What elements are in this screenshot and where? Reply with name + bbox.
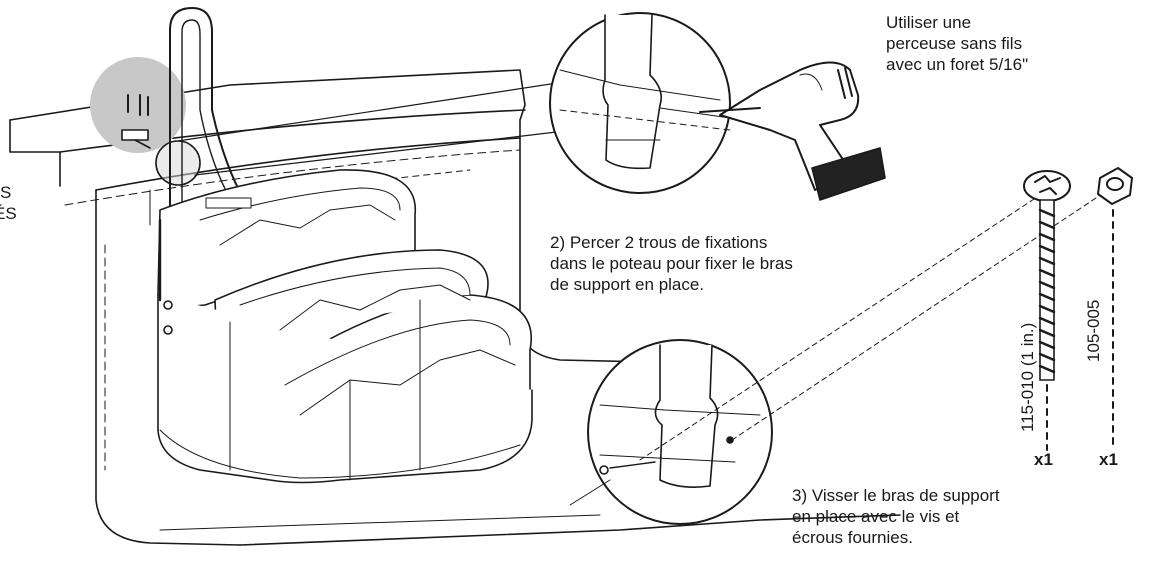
drill-tip-line: avec un foret 5/16" xyxy=(886,55,1029,74)
nut-part-code: 105-005 xyxy=(1084,299,1103,362)
drill-tip-line: perceuse sans fils xyxy=(886,34,1023,53)
bolt-icon xyxy=(1023,170,1071,451)
pool-steps xyxy=(157,169,533,484)
left-cut-label: S ÉS xyxy=(0,182,17,224)
nut-icon xyxy=(1097,167,1133,451)
step2-note: 2) Percer 2 trous de fixations dans le p… xyxy=(550,232,793,295)
step3-note: 3) Visser le bras de support en place av… xyxy=(792,485,1000,548)
nut-quantity: x1 xyxy=(1099,450,1118,469)
step2-line: dans le poteau pour fixer le bras xyxy=(550,254,793,273)
step2-line: 2) Percer 2 trous de fixations xyxy=(550,233,768,252)
cordless-drill-icon xyxy=(699,61,886,201)
bolt-part-code: 115-010 (1 in.) xyxy=(1018,322,1037,432)
screw-detail-circle xyxy=(587,339,773,525)
handrail xyxy=(169,7,259,351)
left-cut-line: ÉS xyxy=(0,204,17,223)
drill-tip-note: Utiliser une perceuse sans fils avec un … xyxy=(886,12,1028,75)
bolt-quantity: x1 xyxy=(1034,450,1053,469)
step3-line: 3) Visser le bras de support xyxy=(792,486,1000,505)
drill-detail-circle xyxy=(549,12,731,194)
step2-line: de support en place. xyxy=(550,275,705,294)
screw-highlight xyxy=(90,57,186,153)
step3-line: écrous fournies. xyxy=(792,528,913,547)
drill-tip-line: Utiliser une xyxy=(886,13,972,32)
step3-line: en place avec le vis et xyxy=(792,507,960,526)
left-cut-line: S xyxy=(0,183,12,202)
joint-detail-circle xyxy=(155,140,201,186)
